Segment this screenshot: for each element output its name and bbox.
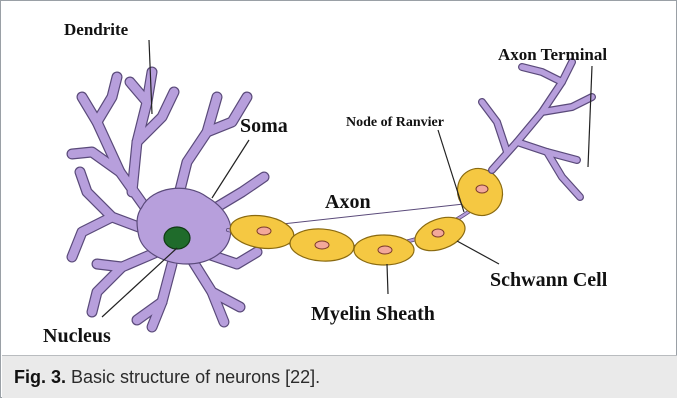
label-axon: Axon <box>325 191 371 213</box>
caption-number: Fig. 3. <box>14 367 66 387</box>
axon-terminal-branches <box>482 62 592 197</box>
neuron-diagram: Dendrite Soma Axon Node of Ranvier Axon … <box>2 2 677 354</box>
label-soma: Soma <box>240 115 288 137</box>
label-schwann-cell: Schwann Cell <box>490 269 608 291</box>
label-node-of-ranvier: Node of Ranvier <box>346 115 444 130</box>
figure-caption: Fig. 3. Basic structure of neurons [22]. <box>14 367 320 388</box>
caption-text: Basic structure of neurons [22]. <box>71 367 320 387</box>
label-dendrite: Dendrite <box>64 20 129 39</box>
label-axon-terminal: Axon Terminal <box>498 45 607 64</box>
neuron-illustration: Dendrite Soma Axon Node of Ranvier Axon … <box>2 2 677 354</box>
label-nucleus: Nucleus <box>43 325 111 347</box>
caption-bar: Fig. 3. Basic structure of neurons [22]. <box>2 355 677 398</box>
label-myelin-sheath: Myelin Sheath <box>311 303 435 325</box>
nucleus-shape <box>164 227 190 249</box>
soma-body <box>137 188 231 264</box>
